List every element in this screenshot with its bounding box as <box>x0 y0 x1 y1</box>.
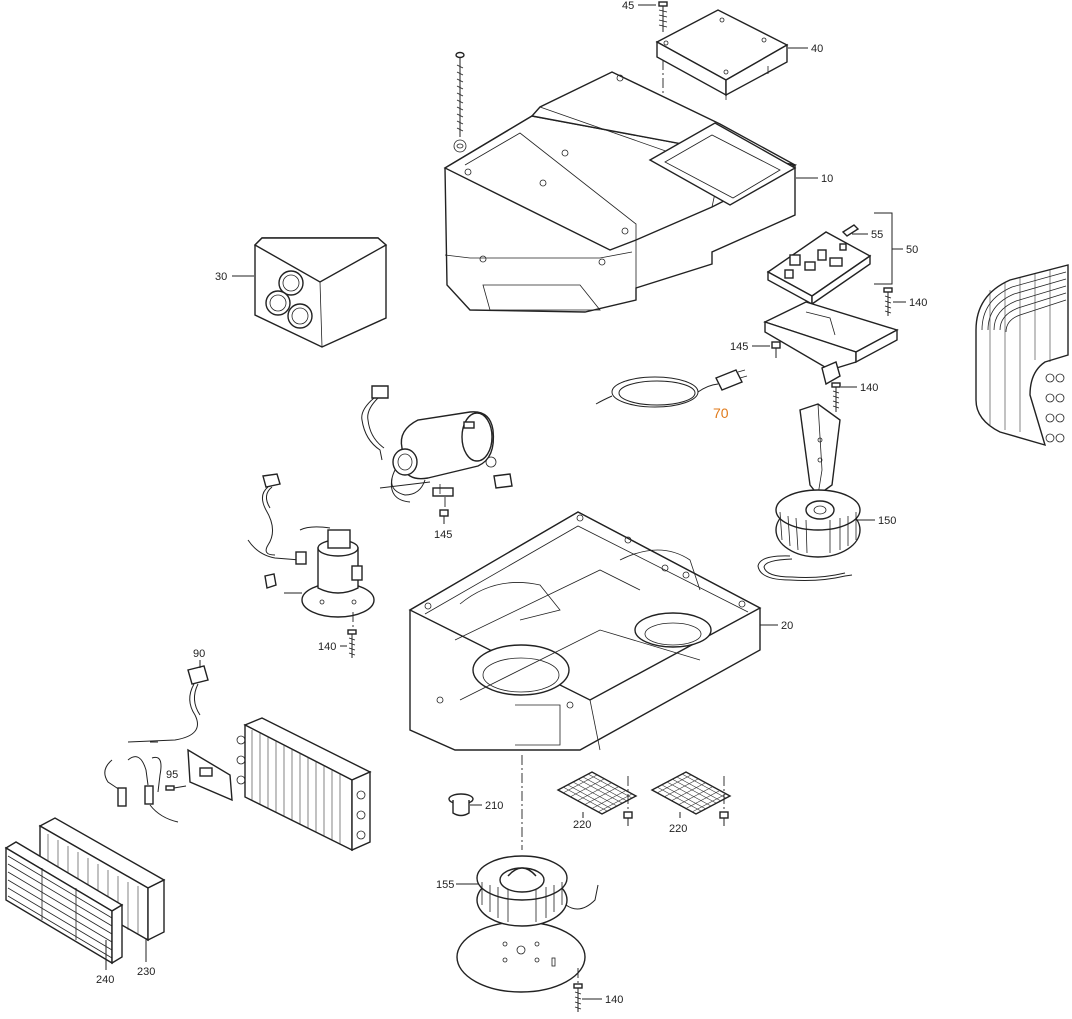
part-evaporator-coil[interactable] <box>236 717 372 852</box>
part-long-bolt[interactable] <box>455 51 465 138</box>
part-40-cover-plate[interactable] <box>655 9 789 100</box>
callout-140[interactable]: 140 <box>605 994 623 1006</box>
part-capacitor-assembly[interactable] <box>247 473 375 630</box>
callout-90[interactable]: 90 <box>193 648 205 660</box>
part-140-screw-d[interactable] <box>573 983 583 1012</box>
leader-lines <box>105 4 906 1000</box>
part-145-bolt-a[interactable] <box>771 341 781 358</box>
callout-40[interactable]: 40 <box>811 43 823 55</box>
callout-140[interactable]: 140 <box>909 297 927 309</box>
part-140-screw-c[interactable] <box>347 629 357 658</box>
part-90-sensor-harness[interactable] <box>104 665 209 823</box>
part-150-blower-wheel[interactable] <box>757 489 861 581</box>
part-condenser-coil[interactable] <box>975 264 1069 447</box>
callout-95[interactable]: 95 <box>166 769 178 781</box>
callout-140[interactable]: 140 <box>860 382 878 394</box>
callout-140[interactable]: 140 <box>318 641 336 653</box>
part-10-upper-housing[interactable] <box>443 71 798 313</box>
part-220-mesh-screen-b[interactable] <box>650 771 732 826</box>
part-210-plug[interactable] <box>448 793 474 817</box>
callout-220[interactable]: 220 <box>573 819 591 831</box>
part-140-screw-a[interactable] <box>883 287 893 316</box>
part-motor-bracket[interactable] <box>799 403 841 496</box>
callout-20[interactable]: 20 <box>781 620 793 632</box>
callout-210[interactable]: 210 <box>485 800 503 812</box>
callout-50[interactable]: 50 <box>906 244 918 256</box>
part-140-screw-b[interactable] <box>831 382 841 412</box>
part-240-grille[interactable] <box>4 841 124 965</box>
part-155-blower-plate[interactable] <box>456 855 599 993</box>
callout-220[interactable]: 220 <box>669 823 687 835</box>
callout-145[interactable]: 145 <box>730 341 748 353</box>
callout-145[interactable]: 145 <box>434 529 452 541</box>
part-45-screw[interactable] <box>658 1 668 32</box>
part-55-fuse[interactable] <box>841 224 860 237</box>
part-95-sensor-clip[interactable] <box>165 748 233 802</box>
part-70-power-cord[interactable] <box>595 369 748 408</box>
callout-230[interactable]: 230 <box>137 966 155 978</box>
part-20-base-pan[interactable] <box>408 511 762 751</box>
callout-30[interactable]: 30 <box>215 271 227 283</box>
callout-10[interactable]: 10 <box>821 173 833 185</box>
part-compressor[interactable] <box>361 385 513 510</box>
callout-55[interactable]: 55 <box>871 229 883 241</box>
part-bracket-tray[interactable] <box>763 301 899 386</box>
callout-70[interactable]: 70 <box>713 405 729 421</box>
callout-150[interactable]: 150 <box>878 515 896 527</box>
part-145-bolt-b[interactable] <box>439 509 449 524</box>
part-220-mesh-screen-a[interactable] <box>556 771 638 826</box>
callout-240[interactable]: 240 <box>96 974 114 986</box>
callout-155[interactable]: 155 <box>436 879 454 891</box>
part-50-control-board[interactable] <box>766 231 872 306</box>
callout-labels: 45 40 10 30 55 50 140 145 70 140 150 145… <box>96 0 927 1006</box>
callout-45[interactable]: 45 <box>622 0 634 12</box>
part-30-air-diffuser[interactable] <box>253 237 388 348</box>
